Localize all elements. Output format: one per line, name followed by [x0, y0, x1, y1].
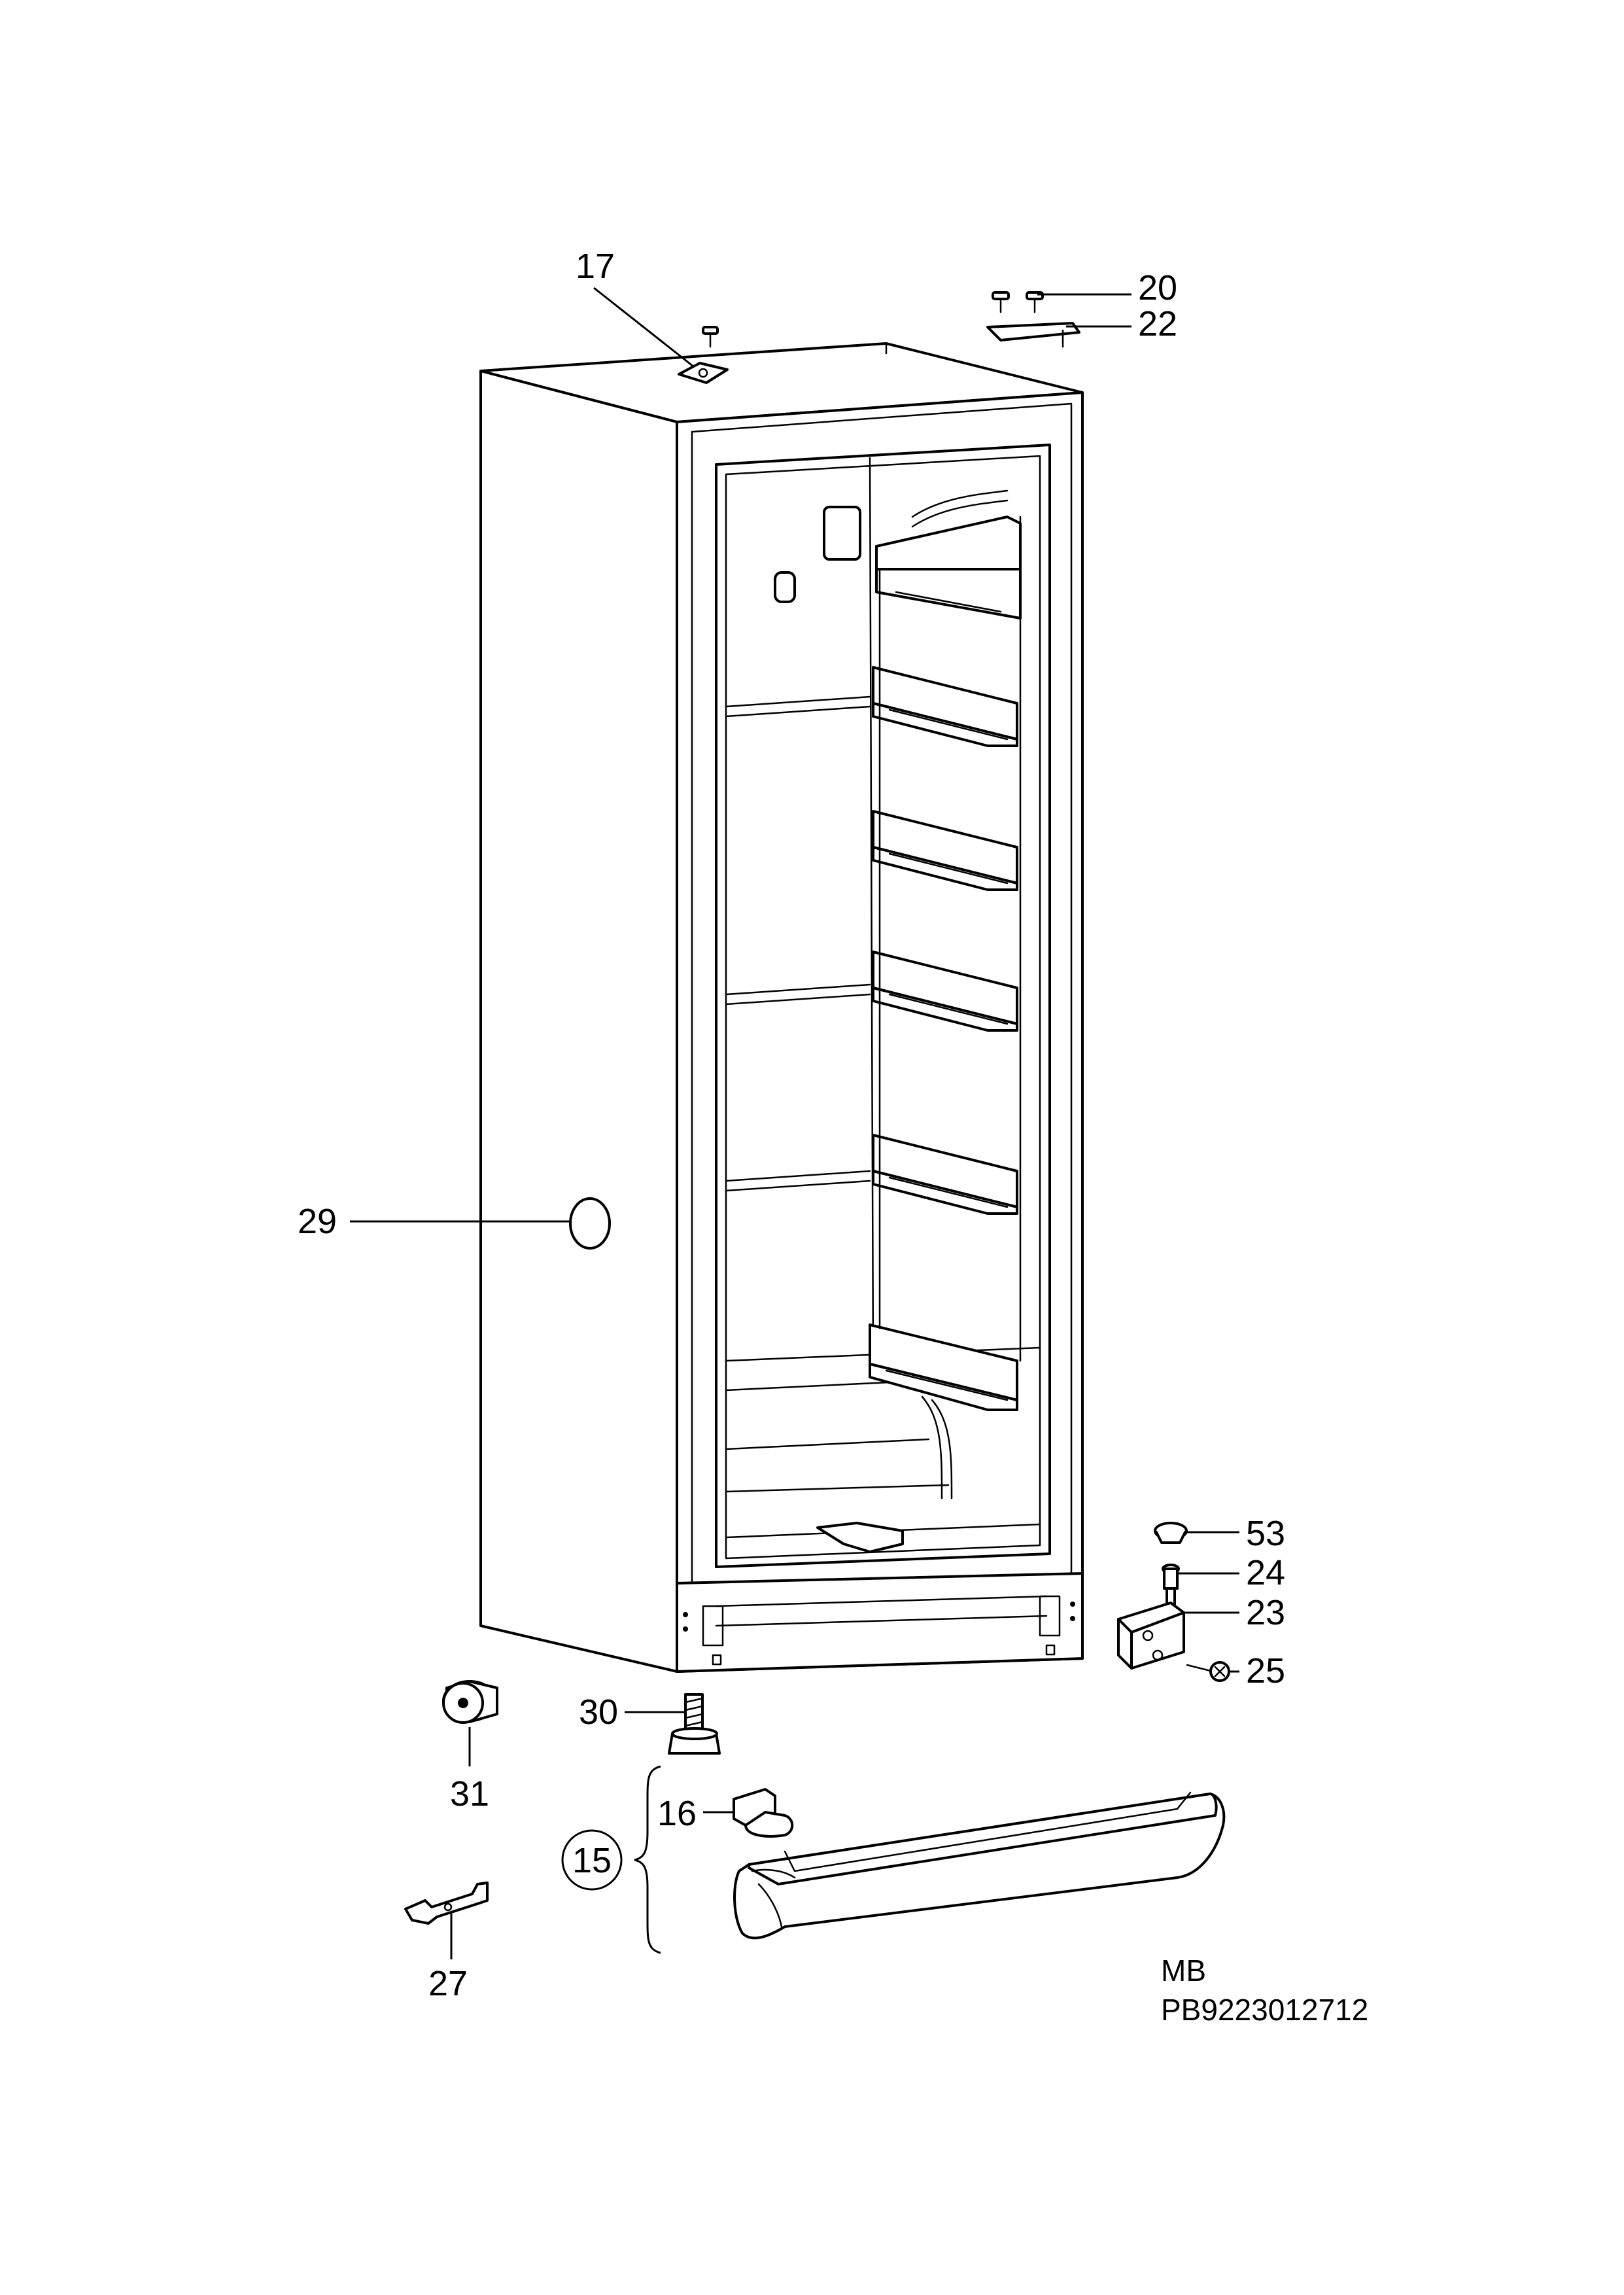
- callout-23: 23: [1246, 1593, 1285, 1632]
- callout-15-group: 15: [561, 1829, 623, 1891]
- wrench-illustration: [404, 1882, 489, 1925]
- callout-29: 29: [298, 1202, 337, 1241]
- side-plug-illustration: [569, 1197, 611, 1250]
- door-shelf-illustration: [816, 489, 1022, 1553]
- variant-code: MB: [1161, 1953, 1206, 1988]
- callout-53: 53: [1246, 1514, 1285, 1553]
- callout-27: 27: [428, 1964, 468, 2003]
- leader-lines: [350, 287, 1239, 1959]
- group-brace: [634, 1765, 661, 1954]
- callout-22: 22: [1138, 304, 1177, 343]
- callout-25: 25: [1246, 1651, 1285, 1691]
- screw-illustration: [702, 326, 719, 348]
- callout-17: 17: [576, 247, 615, 286]
- door-shelf-illustration: [733, 1791, 1226, 1940]
- callout-31: 31: [450, 1774, 489, 1813]
- foot-illustration: [442, 1680, 498, 1724]
- callout-20: 20: [1138, 268, 1177, 307]
- callout-16: 16: [657, 1794, 697, 1833]
- callout-24: 24: [1246, 1553, 1285, 1592]
- hinge-illustration: [1117, 1522, 1230, 1682]
- door-shelf-illustration: [733, 1788, 794, 1838]
- hinge-illustration: [986, 291, 1080, 348]
- foot-illustration: [668, 1693, 721, 1755]
- callout-15: 15: [572, 1841, 612, 1880]
- callout-30: 30: [579, 1692, 618, 1732]
- drawing-code: PB9223012712: [1161, 1993, 1368, 2027]
